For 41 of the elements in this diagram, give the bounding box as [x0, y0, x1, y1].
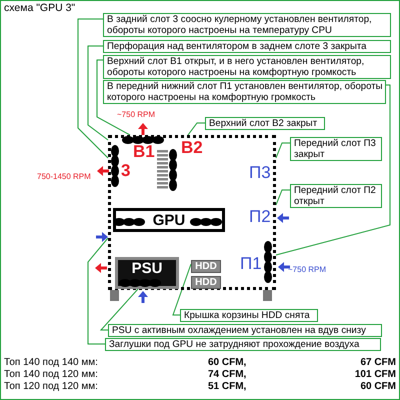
callout-box: Верхний слот В1 открыт, и в него установлен вентилятор, обороты которого настроены на комфортную громкость	[103, 55, 391, 79]
leader-line	[78, 18, 108, 158]
slot-label: П3	[249, 164, 271, 183]
table-cell-text: Топ 140 под 140 мм:	[4, 357, 98, 368]
speed-label: 750-1450 RPM	[37, 173, 91, 182]
table-cell-text: 60 CFM	[360, 381, 396, 392]
callout-box: Перфорация над вентилятором в заднем слоте 3 закрыта	[103, 40, 391, 53]
slot-label: 3	[121, 162, 130, 181]
table-cell-text: 101 CFM	[354, 369, 396, 380]
leader-line	[88, 238, 108, 344]
leader-line	[276, 142, 290, 158]
table-cell-text: 51 CFM,	[208, 381, 246, 392]
callout-box: В передний нижний слот П1 установлен вентилятор, обороты которого настроены на комфортную громкость	[103, 80, 386, 104]
table-cell-text: Топ 120 под 120 мм:	[4, 381, 98, 392]
leader-line	[276, 84, 390, 256]
callout-box: Передний слот П2 открыт	[290, 184, 382, 208]
leader-line	[96, 60, 130, 136]
leader-line	[276, 190, 290, 206]
speed-label: ~750 RPM	[117, 111, 156, 120]
slot-label: В1	[133, 143, 155, 162]
callout-box: Верхний слот В2 закрыт	[205, 117, 325, 130]
callout-box: PSU с активным охлаждением установлен на вдув снизу	[108, 324, 382, 337]
callout-box: В задний слот 3 соосно кулерному установлен вентилятор, обороты которого настроены на температуру CPU	[103, 13, 391, 37]
callout-box: Заглушки под GPU не затрудняют прохождение воздуха	[105, 338, 381, 351]
callout-box: Крышка корзины HDD снята	[180, 309, 318, 322]
slot-label: П2	[249, 208, 271, 227]
table-cell-text: Топ 140 под 120 мм:	[4, 369, 98, 380]
callout-box: Передний слот П3 закрыт	[290, 137, 382, 161]
table-cell-text: 67 CFM	[360, 357, 396, 368]
leader-line	[88, 46, 108, 140]
leader-line	[100, 288, 138, 330]
diagram-title: схема "GPU 3"	[4, 2, 76, 14]
table-cell-text: 60 CFM,	[208, 357, 246, 368]
hard-drive: HDD	[191, 276, 221, 289]
speed-label: ~750 RPM	[288, 266, 326, 275]
leader-line	[172, 264, 192, 316]
leader-line	[188, 122, 206, 136]
slot-label: В2	[181, 139, 203, 158]
hard-drive: HDD	[191, 260, 221, 273]
table-cell-text: 74 CFM,	[208, 369, 246, 380]
slot-label: П1	[240, 255, 262, 274]
